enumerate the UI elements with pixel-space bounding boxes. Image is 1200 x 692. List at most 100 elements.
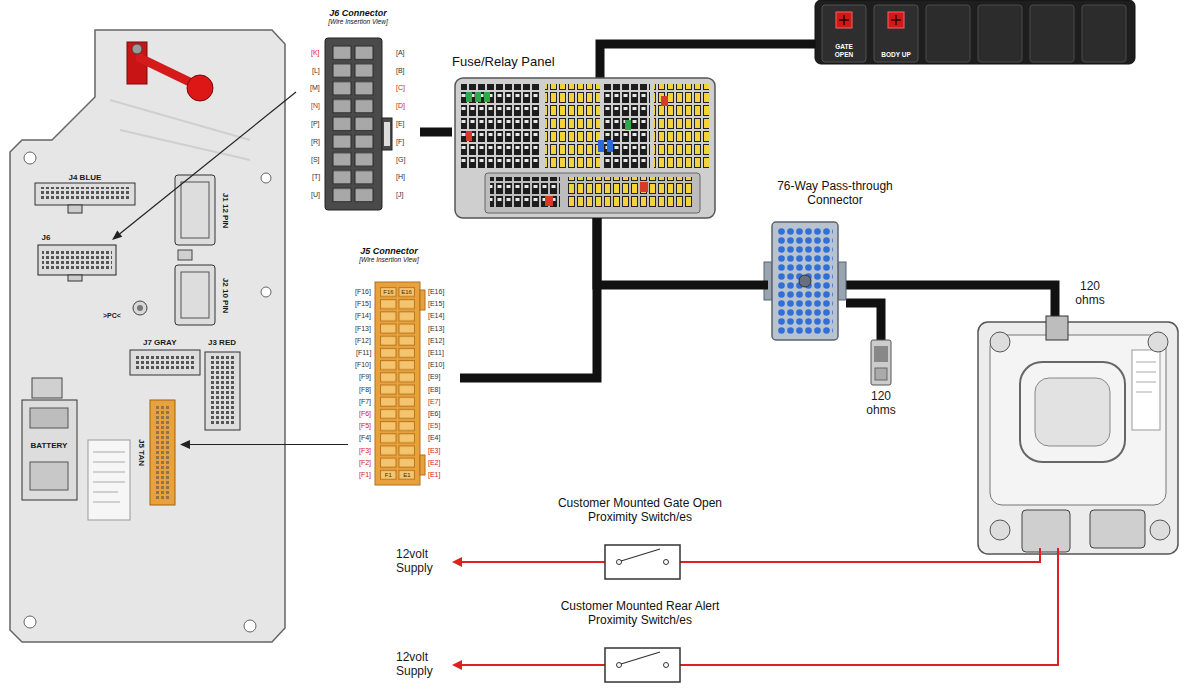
switch-panel-part	[926, 5, 970, 62]
fuse-panel-body-part	[654, 84, 709, 168]
control-module-part	[1035, 378, 1110, 446]
proximity-switch: Customer Mounted Rear Alert Proximity Sw…	[545, 600, 735, 684]
cavity-number: E16	[400, 289, 413, 296]
pin-label: [E8]	[428, 386, 440, 394]
pin-label: [F6]	[359, 410, 371, 418]
board-connector-part	[205, 352, 240, 430]
fuse-panel-body-part	[545, 196, 553, 206]
pin-label: [E10]	[428, 361, 444, 369]
pin-label: [L]	[312, 67, 320, 75]
control-module-part	[1148, 332, 1168, 352]
part-name: BATTERY	[31, 441, 68, 450]
board-connector-part	[175, 265, 215, 325]
pin-label: [E5]	[428, 422, 440, 430]
board-connector-part	[39, 187, 131, 201]
switch-panel-part	[874, 5, 918, 62]
input-wire	[452, 548, 1058, 670]
board-connector-part	[68, 275, 82, 281]
pin-label: [E11]	[428, 349, 444, 357]
pin-label: [F9]	[359, 373, 371, 381]
switch-symbol-part	[617, 560, 622, 565]
leader-arrow-part	[112, 231, 122, 240]
switch-symbol-part	[605, 648, 680, 682]
harness-part	[600, 44, 815, 78]
pin-label: [E12]	[428, 337, 444, 345]
control-module-part	[1136, 382, 1156, 383]
control-module-part	[1020, 362, 1125, 462]
board-connector-part	[175, 175, 215, 245]
control-module	[978, 316, 1178, 554]
pin-label: [E7]	[428, 398, 440, 406]
pin-label: [F8]	[359, 386, 371, 394]
pass-through-connector: 76-Way Pass-through Connector	[768, 180, 902, 345]
control-module-part	[978, 322, 1178, 554]
rocker-switch: BODY UP	[874, 5, 918, 62]
pin-label: [F]	[396, 138, 404, 146]
pin-label: [B]	[396, 67, 405, 75]
battery-fuse-block	[22, 378, 77, 500]
connector-face-part	[379, 286, 416, 481]
proximity-switch: Customer Mounted Gate Open Proximity Swi…	[545, 497, 735, 581]
control-module-part	[990, 335, 1166, 505]
control-module-part	[1150, 520, 1170, 540]
board-connector-part	[150, 400, 175, 505]
node-subtitle: [Wire Insertion View]	[296, 18, 420, 25]
leader-arrow	[112, 92, 348, 449]
switch-panel-part	[822, 5, 866, 62]
switch-panel-part	[1082, 5, 1126, 62]
harness-part	[846, 303, 881, 340]
connector-view: J6 Connector[Wire Insertion View]	[296, 8, 420, 213]
fuse-panel-body-part	[625, 120, 631, 130]
pin-label: [F11]	[356, 349, 371, 357]
board-mark: >PC<	[103, 312, 121, 320]
leader-arrow-part	[120, 92, 296, 234]
board-connector-part	[154, 404, 171, 501]
switch-panel-part	[836, 12, 852, 28]
pin-label: [F12]	[355, 337, 371, 345]
pin-label: [K]	[311, 49, 320, 57]
board-connector-part	[42, 249, 112, 271]
board-connector-part	[209, 356, 236, 426]
control-module-part	[1136, 362, 1156, 363]
fuse-panel-body-part	[607, 140, 613, 152]
connector-name: J4 BLUE	[69, 173, 102, 182]
power-distribution-board-part	[24, 152, 36, 164]
switch-panel-part	[888, 12, 904, 28]
pass-through-connector-body	[764, 222, 846, 340]
connector-name: J6	[42, 233, 51, 242]
battery-lug-part	[132, 44, 142, 54]
connector-face	[325, 38, 392, 210]
cavity-number: F16	[382, 289, 394, 296]
control-module-part	[990, 520, 1010, 540]
board-connector-part	[133, 301, 147, 315]
wire-harness	[597, 218, 768, 285]
pin-label: [F1]	[359, 471, 371, 479]
switch-symbol-part	[664, 663, 669, 668]
pin-label: [E16]	[428, 288, 444, 296]
battery-fuse-block-part	[32, 378, 62, 398]
switch-panel-part	[1030, 5, 1074, 62]
supply-label: 12volt Supply	[396, 548, 446, 576]
input-wire-part	[462, 548, 1040, 562]
battery-fuse-block-part	[30, 408, 68, 428]
connector-face-part	[375, 282, 420, 485]
switch-symbol-part	[664, 560, 669, 565]
connector-name: J7 GRAY	[143, 338, 177, 347]
pin-label: [F4]	[359, 434, 371, 442]
node-title: Customer Mounted Gate Open Proximity Swi…	[550, 497, 730, 525]
pass-through-connector-body-part	[777, 227, 833, 335]
fuse-panel-body-part	[466, 92, 472, 102]
pin-label: [P]	[311, 120, 320, 128]
fuse-panel-body-part	[545, 84, 600, 168]
board-sticker-part	[93, 482, 125, 483]
wire-harness	[420, 128, 452, 137]
connector-face-part	[420, 455, 425, 475]
node-title: J5 Connector	[318, 246, 460, 256]
power-distribution-board-part	[10, 30, 285, 642]
connector-name: J5 TAN	[136, 439, 145, 466]
terminating-resistor	[871, 340, 891, 385]
cavity-number: E1	[402, 472, 411, 479]
switch-panel-part	[978, 5, 1022, 62]
